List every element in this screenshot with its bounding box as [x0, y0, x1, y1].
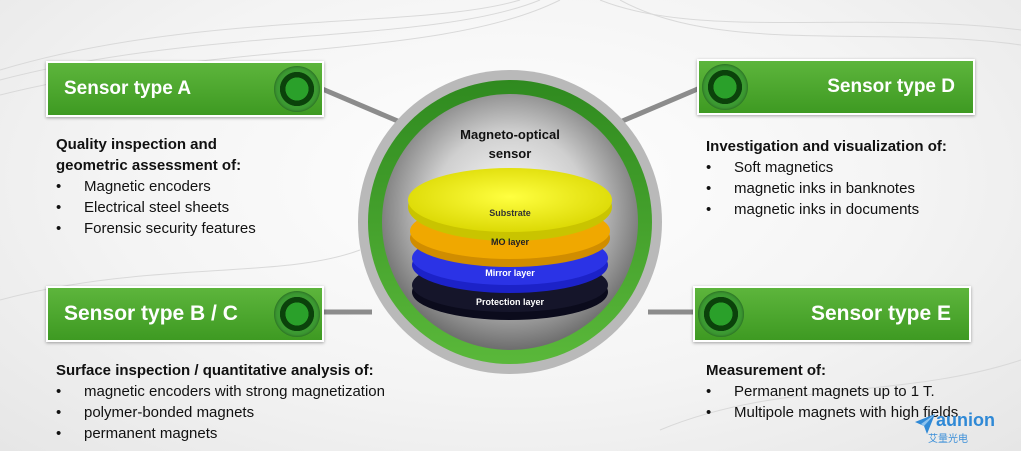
- sensor-d-item: magnetic inks in documents: [706, 199, 947, 220]
- sensor-bc-heading: Surface inspection / quantitative analys…: [56, 362, 374, 379]
- sensor-bc-item: polymer-bonded magnets: [56, 402, 385, 423]
- hub-title: Magneto-optical sensor: [460, 127, 560, 161]
- sensor-a-title: Sensor type A: [64, 78, 192, 99]
- sensor-e-heading: Measurement of:: [706, 362, 827, 379]
- sensor-e-item: Multipole magnets with high fields: [706, 402, 958, 423]
- connector-lines: [319, 85, 701, 315]
- brand-logo: aunion 艾量光电: [914, 410, 1014, 450]
- brand-name: aunion: [936, 410, 995, 430]
- sensor-d-heading: Investigation and visualization of:: [706, 138, 947, 155]
- mirror-layer-label: Mirror layer: [485, 268, 535, 278]
- sensor-d-description: Investigation and visualization of: Soft…: [706, 136, 947, 220]
- connector-a: [319, 85, 401, 125]
- sensor-e-title: Sensor type E: [810, 302, 951, 325]
- paper-plane-logo-icon: [915, 414, 935, 434]
- sensor-e-description: Measurement of: Permanent magnets up to …: [706, 360, 958, 423]
- sensor-a-knob-icon: [274, 66, 320, 112]
- sensor-a-heading: Quality inspection and geometric assessm…: [56, 136, 242, 174]
- sensor-e-knob-icon: [698, 291, 744, 337]
- sensor-d-title: Sensor type D: [827, 76, 955, 97]
- connector-d: [619, 85, 701, 125]
- sensor-bc-title: Sensor type B / C: [64, 302, 238, 325]
- sensor-a-item: Electrical steel sheets: [56, 197, 256, 218]
- sensor-d-item: magnetic inks in banknotes: [706, 178, 947, 199]
- sensor-a-header: Sensor type A: [46, 61, 324, 117]
- sensor-e-item: Permanent magnets up to 1 T.: [706, 381, 958, 402]
- sensor-a-description: Quality inspection and geometric assessm…: [56, 134, 256, 239]
- mo-layer-label: MO layer: [490, 237, 530, 247]
- protection-layer-label: Protection layer: [475, 297, 545, 307]
- sensor-d-item: Soft magnetics: [706, 157, 947, 178]
- sensor-d-knob-icon: [702, 64, 748, 110]
- sensor-bc-knob-icon: [274, 291, 320, 337]
- sensor-bc-item: magnetic encoders with strong magnetizat…: [56, 381, 385, 402]
- sensor-d-header: Sensor type D: [697, 59, 975, 115]
- substrate-label: Substrate: [489, 208, 531, 218]
- brand-subtitle: 艾量光电: [928, 434, 968, 445]
- sensor-a-item: Forensic security features: [56, 218, 256, 239]
- sensor-a-item: Magnetic encoders: [56, 176, 256, 197]
- substrate-disk-top: [408, 168, 612, 232]
- sensor-bc-item: permanent magnets: [56, 423, 385, 444]
- sensor-bc-description: Surface inspection / quantitative analys…: [56, 360, 385, 444]
